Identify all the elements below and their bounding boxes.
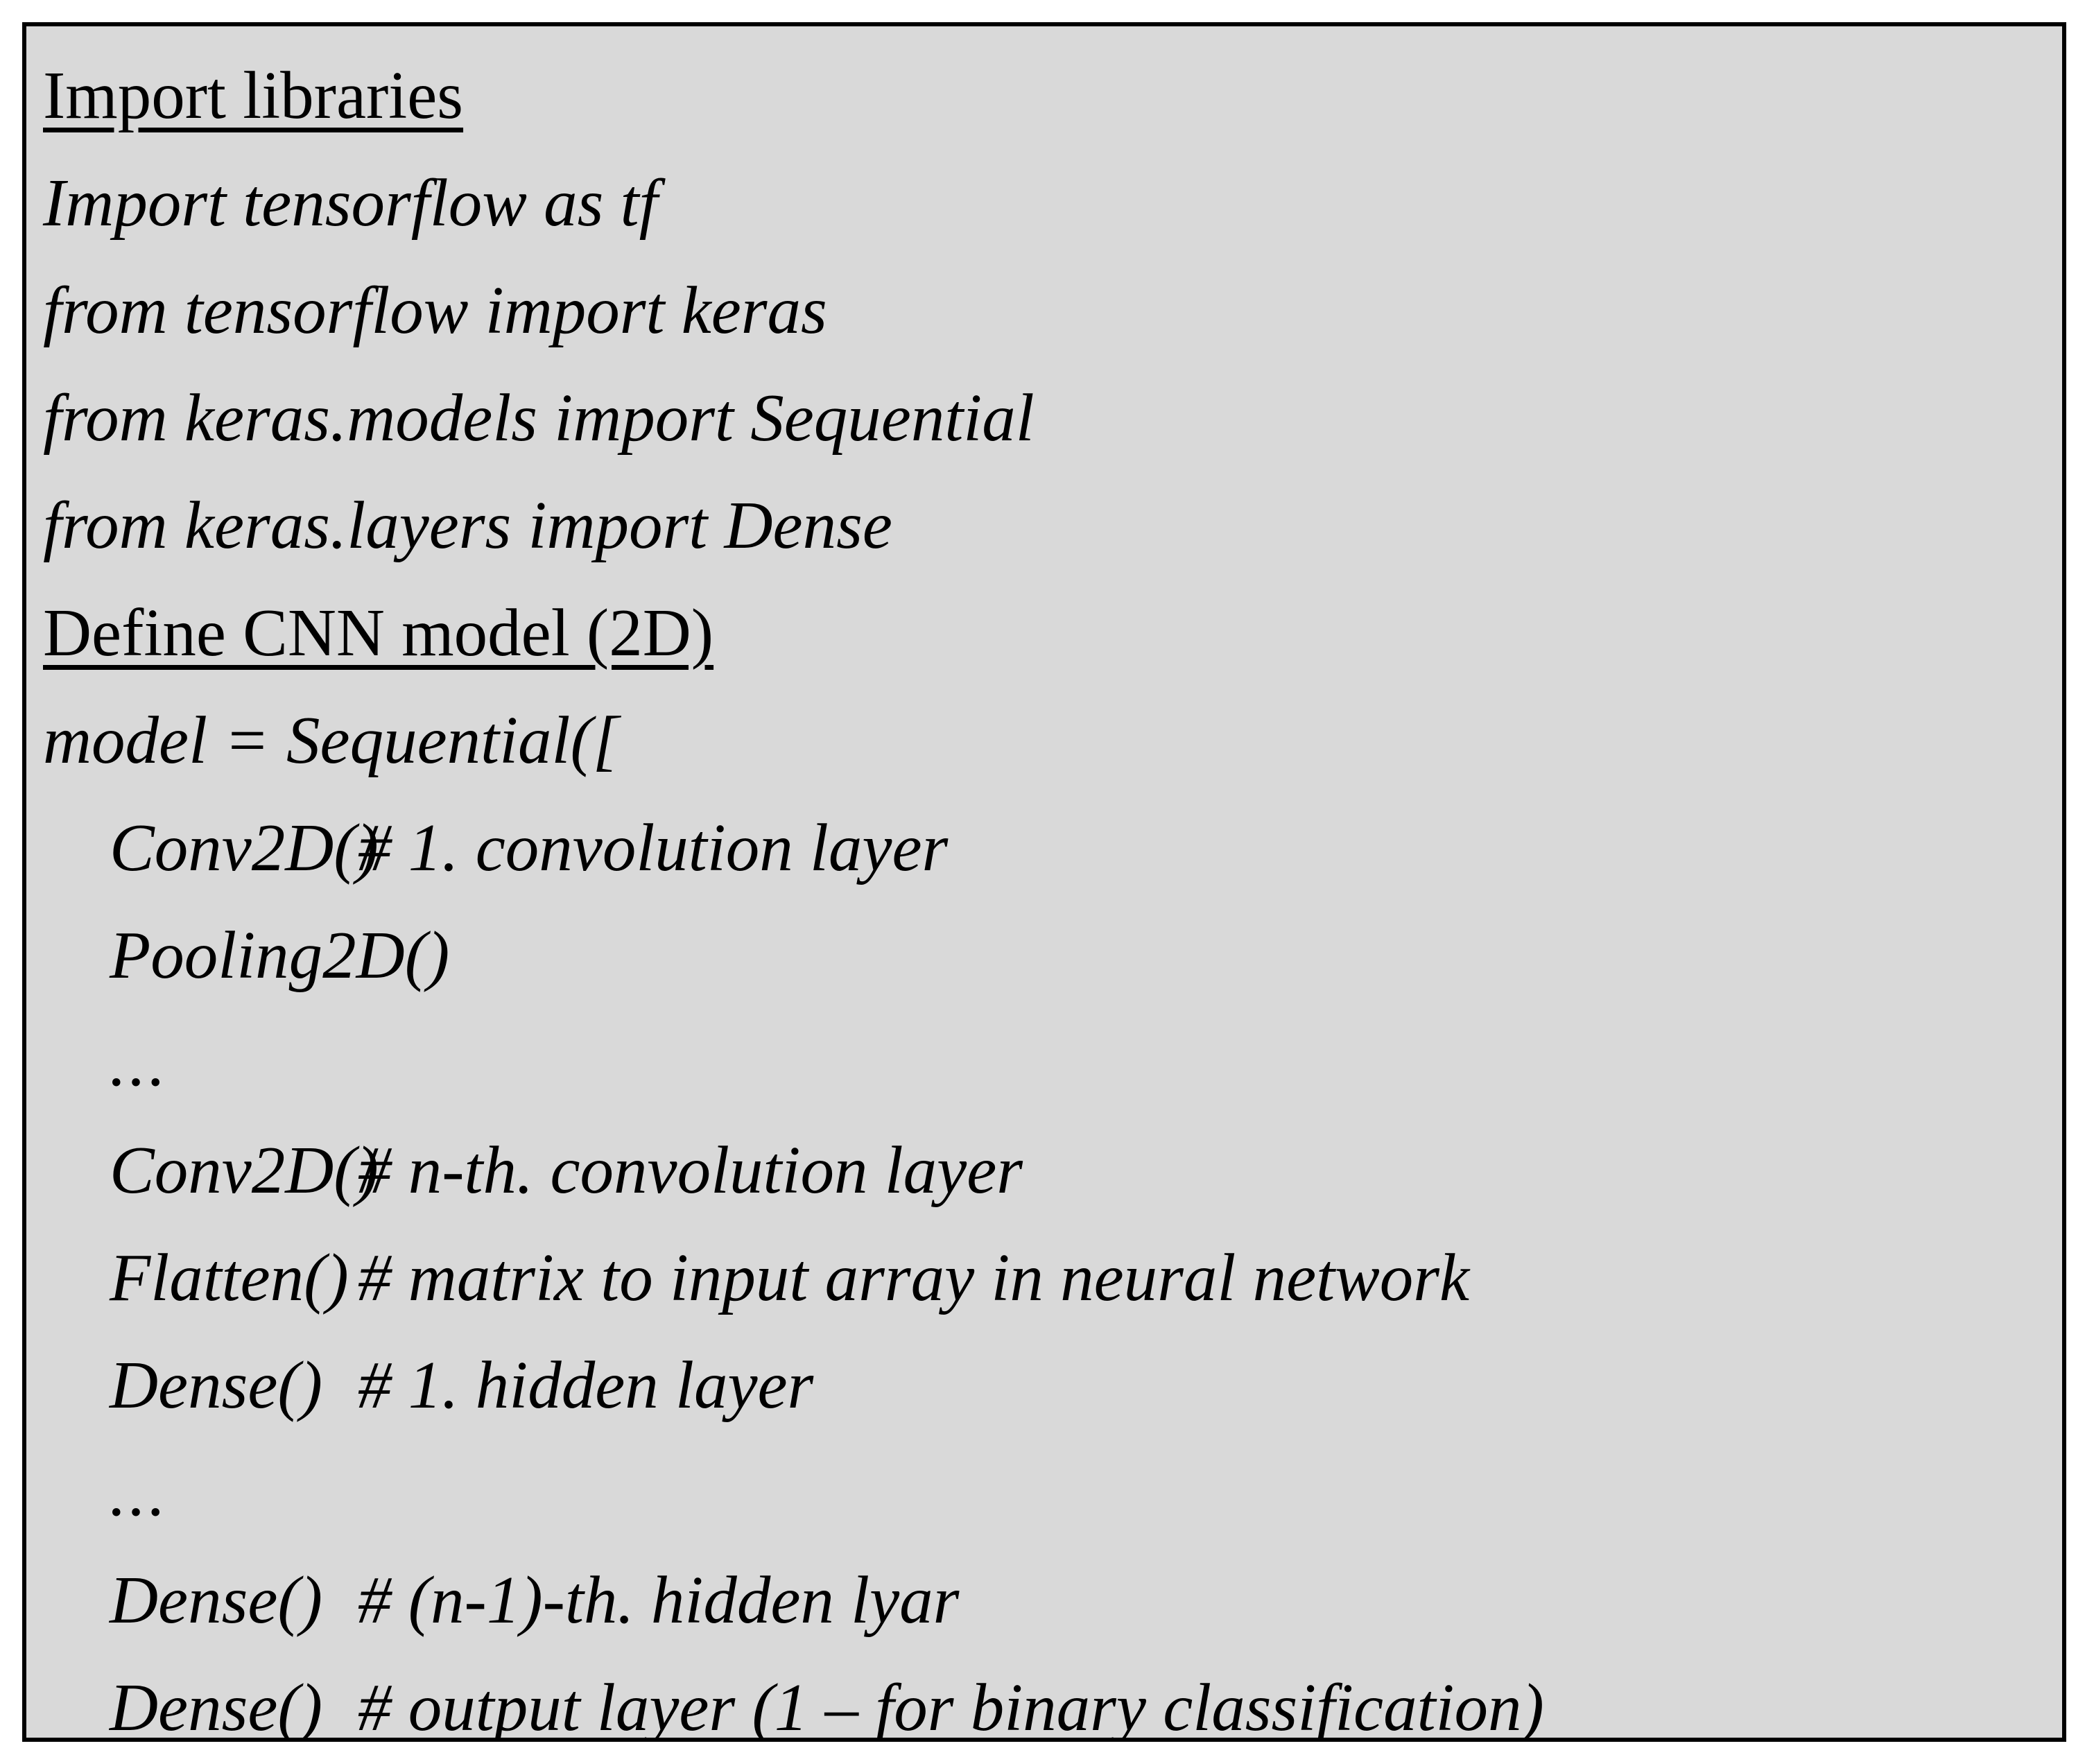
code-comment: # matrix to input array in neural networ… (358, 1240, 1470, 1315)
code-comment: # (n-1)-th. hidden lyar (358, 1563, 960, 1637)
code-statement: Import tensorflow as tf (43, 166, 658, 240)
code-line: from keras.models import Sequential (26, 364, 2062, 472)
code-statement: model = Sequential([ (43, 703, 619, 777)
code-comment: # 1. convolution layer (358, 811, 949, 885)
code-comment: # n-th. convolution layer (358, 1133, 1023, 1207)
code-line: ... (26, 1439, 2062, 1546)
section-heading: Import libraries (43, 58, 464, 132)
code-statement: Conv2D() (110, 811, 379, 885)
code-line: Pooling2D() (26, 901, 2062, 1009)
code-line: Import libraries (26, 42, 2062, 149)
code-statement: Dense() (110, 1563, 323, 1637)
code-line: Dense() # 1. hidden layer (26, 1331, 2062, 1439)
code-line: Define CNN model (2D) (26, 579, 2062, 686)
code-line: Conv2D()# n-th. convolution layer (26, 1116, 2062, 1224)
code-line: ... (26, 1009, 2062, 1116)
code-statement: Dense() (110, 1348, 323, 1422)
code-comment: # output layer (1 – for binary classific… (358, 1670, 1544, 1742)
section-heading: Define CNN model (2D) (43, 596, 714, 670)
code-statement: Flatten() (110, 1240, 349, 1315)
code-line: Import tensorflow as tf (26, 149, 2062, 257)
code-statement: ... (110, 1455, 168, 1530)
code-statement: from keras.layers import Dense (43, 488, 892, 562)
code-comment: # 1. hidden layer (358, 1348, 814, 1422)
code-statement: from keras.models import Sequential (43, 381, 1035, 455)
code-line: Conv2D()# 1. convolution layer (26, 794, 2062, 901)
code-statement: Pooling2D() (110, 918, 450, 992)
code-line: Flatten()# matrix to input array in neur… (26, 1224, 2062, 1331)
code-line: from keras.layers import Dense (26, 472, 2062, 579)
code-line: Dense() # output layer (1 – for binary cl… (26, 1654, 2062, 1742)
code-statement: from tensorflow import keras (43, 273, 827, 347)
code-statement: Dense() (110, 1670, 323, 1742)
code-line: Dense() # (n-1)-th. hidden lyar (26, 1546, 2062, 1654)
code-statement: ... (110, 1026, 168, 1100)
code-line: from tensorflow import keras (26, 257, 2062, 364)
code-statement: Conv2D() (110, 1133, 379, 1207)
code-line: model = Sequential([ (26, 686, 2062, 794)
